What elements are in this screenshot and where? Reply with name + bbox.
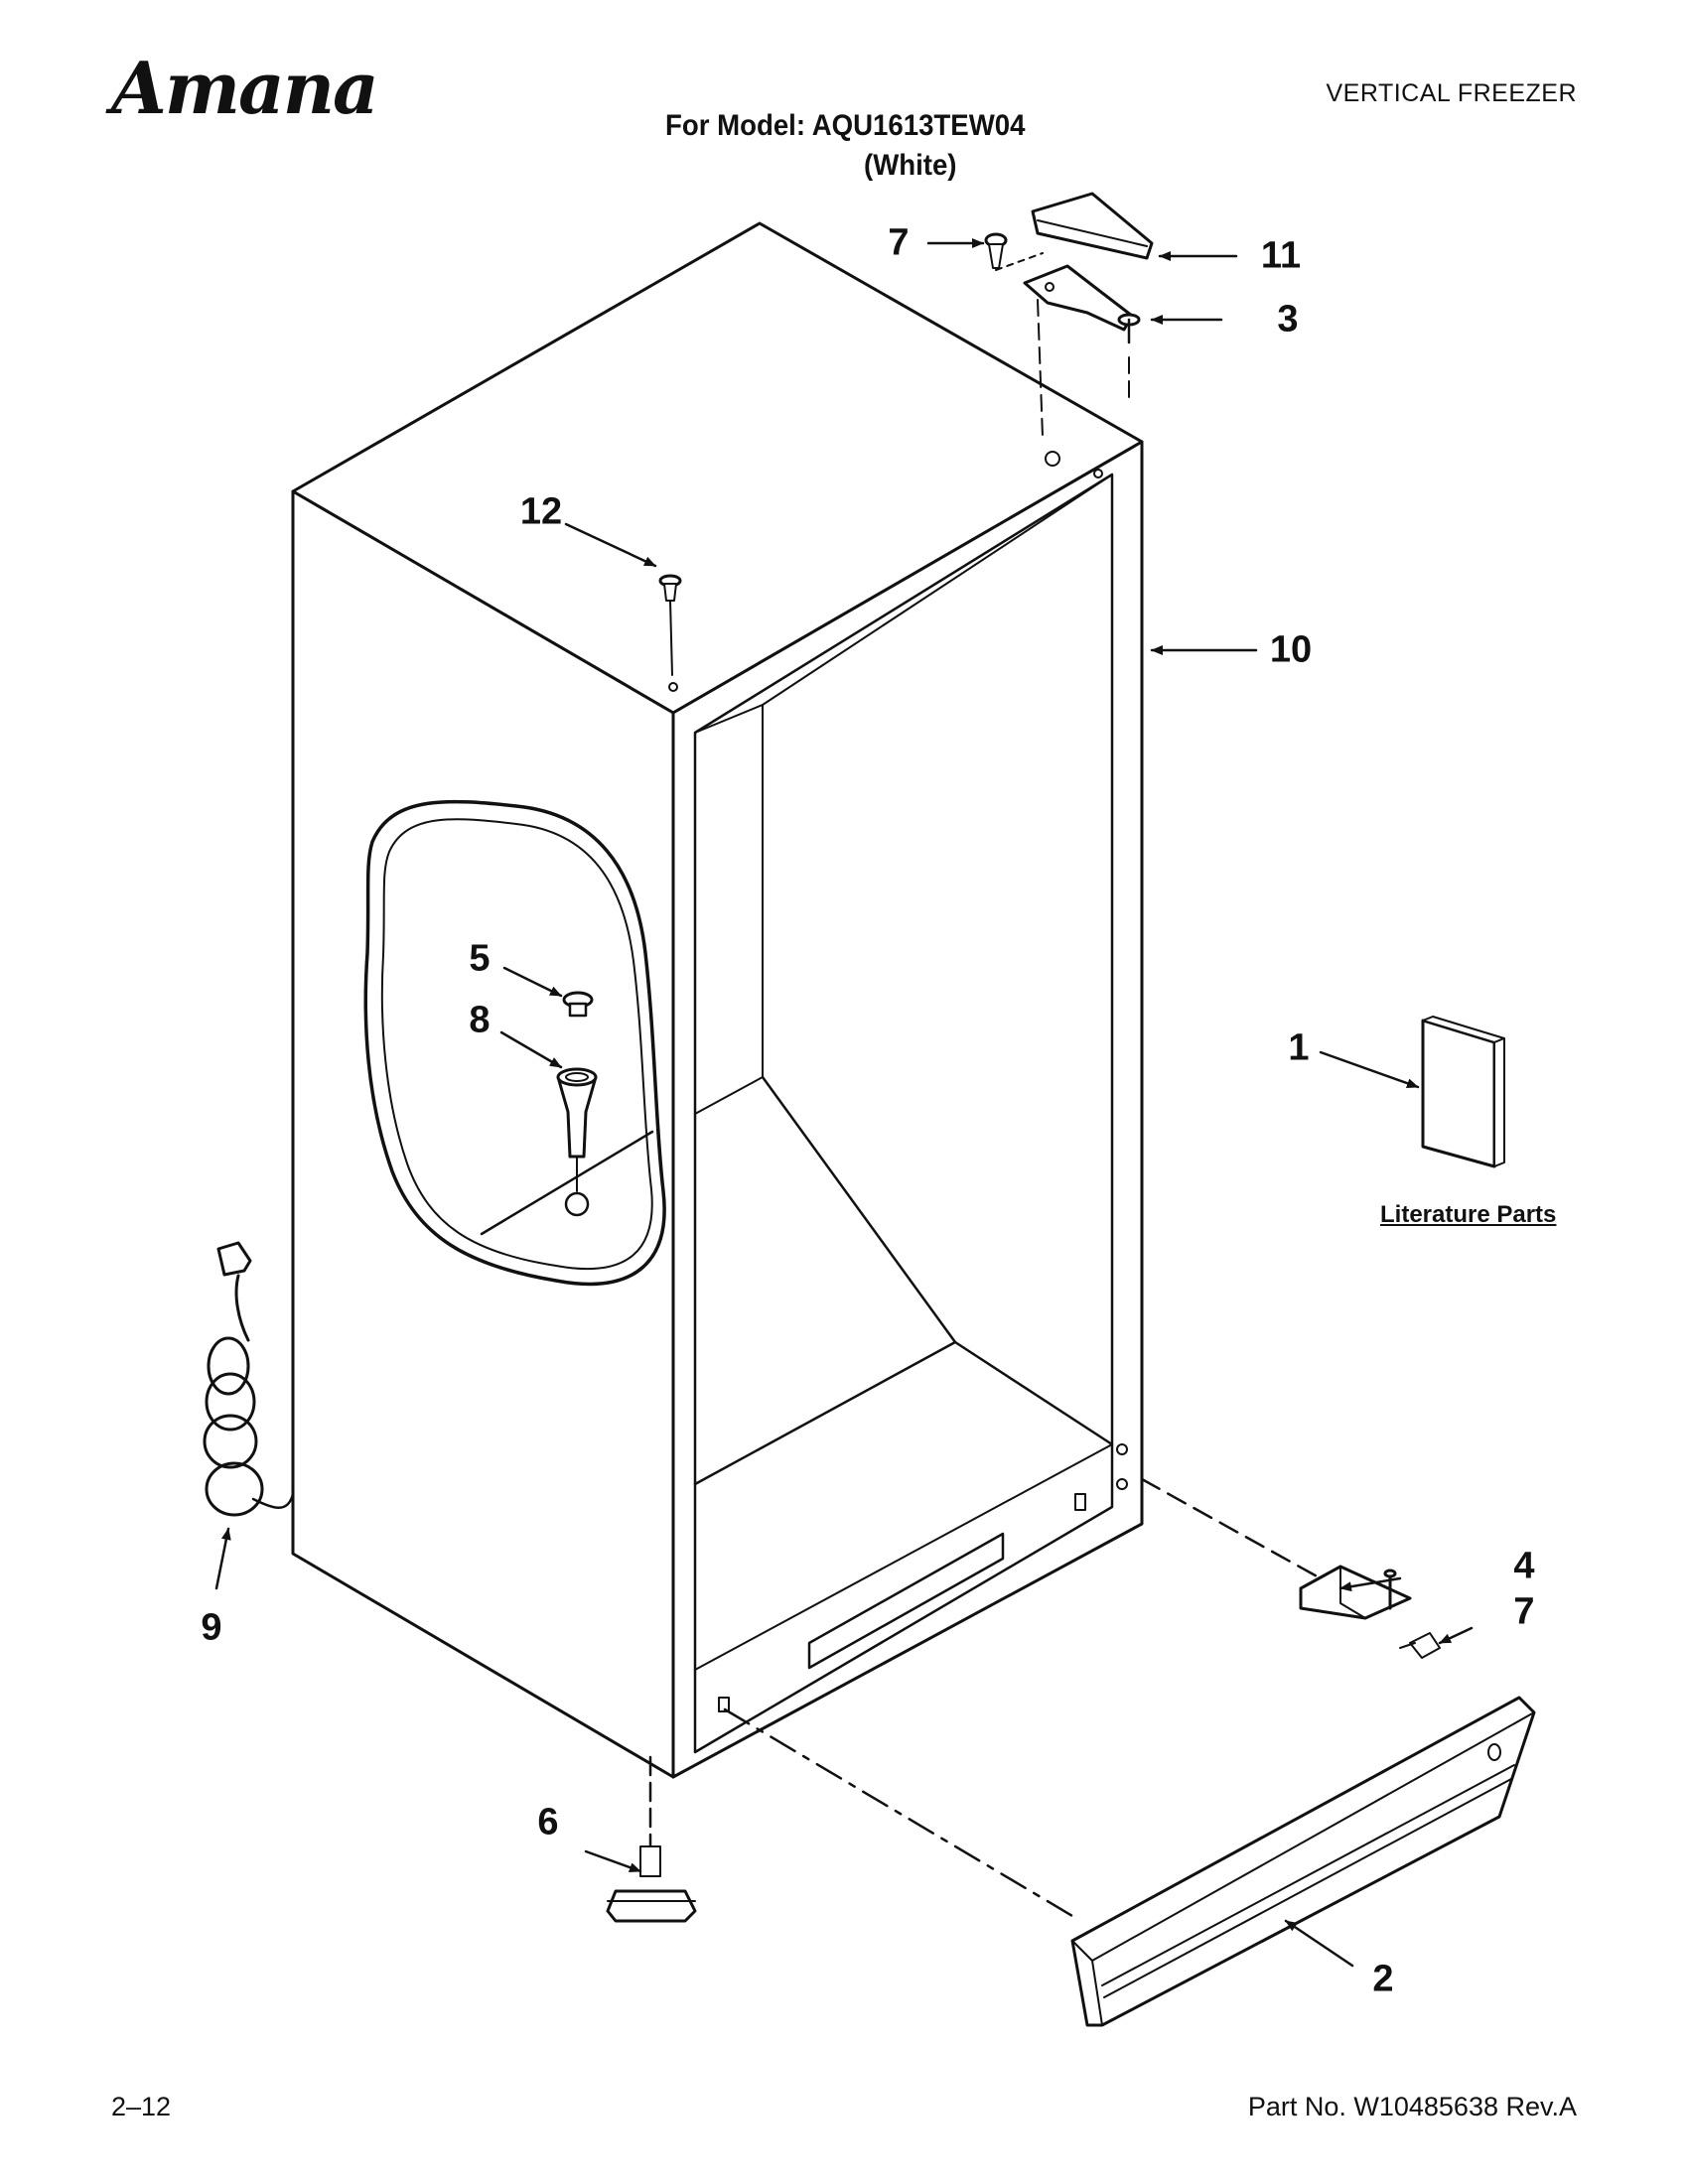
- power-cord-part: [203, 1241, 295, 1517]
- hinge-screw-part: [1399, 1632, 1441, 1659]
- page-number: 2–12: [111, 2092, 172, 2121]
- category-label: VERTICAL FREEZER: [1326, 79, 1577, 107]
- brand-logo: Amana: [111, 46, 379, 130]
- cabinet-shell: [291, 221, 1144, 1779]
- document-part-number: Part No. W10485638 Rev.A: [1247, 2092, 1577, 2121]
- callout-8: 8: [469, 999, 491, 1041]
- callout-7-top: 7: [888, 221, 910, 264]
- screw-part: [984, 232, 1044, 271]
- base-grille-part: [723, 1696, 1536, 2027]
- callout-7-bottom: 7: [1513, 1590, 1535, 1633]
- leader-arrows: [214, 238, 1474, 1968]
- drain-tube-part: [556, 1067, 598, 1217]
- callout-6: 6: [537, 1801, 559, 1843]
- callout-4: 4: [1513, 1545, 1535, 1587]
- drain-plug-part: [562, 991, 594, 1018]
- hinge-cover-part: [1031, 192, 1154, 260]
- callout-9: 9: [201, 1606, 222, 1649]
- callout-11: 11: [1260, 234, 1302, 277]
- model-color: (White): [864, 149, 957, 182]
- callout-10: 10: [1269, 628, 1313, 671]
- callout-5: 5: [469, 937, 491, 980]
- callout-2: 2: [1372, 1958, 1394, 2000]
- plug-button-part: [658, 574, 682, 676]
- model-title: For Model: AQU1613TEW04: [665, 109, 1026, 142]
- literature-parts-booklet: [1421, 1016, 1505, 1168]
- callout-1: 1: [1288, 1026, 1310, 1069]
- cabinet-cutaway: [363, 799, 666, 1287]
- bottom-hinge-part: [1140, 1477, 1412, 1620]
- top-hinge-part: [1023, 264, 1141, 438]
- callout-12: 12: [519, 490, 563, 533]
- literature-parts-label: Literature Parts: [1380, 1201, 1557, 1228]
- callout-3: 3: [1277, 298, 1299, 341]
- leveling-leg-part: [606, 1755, 697, 1923]
